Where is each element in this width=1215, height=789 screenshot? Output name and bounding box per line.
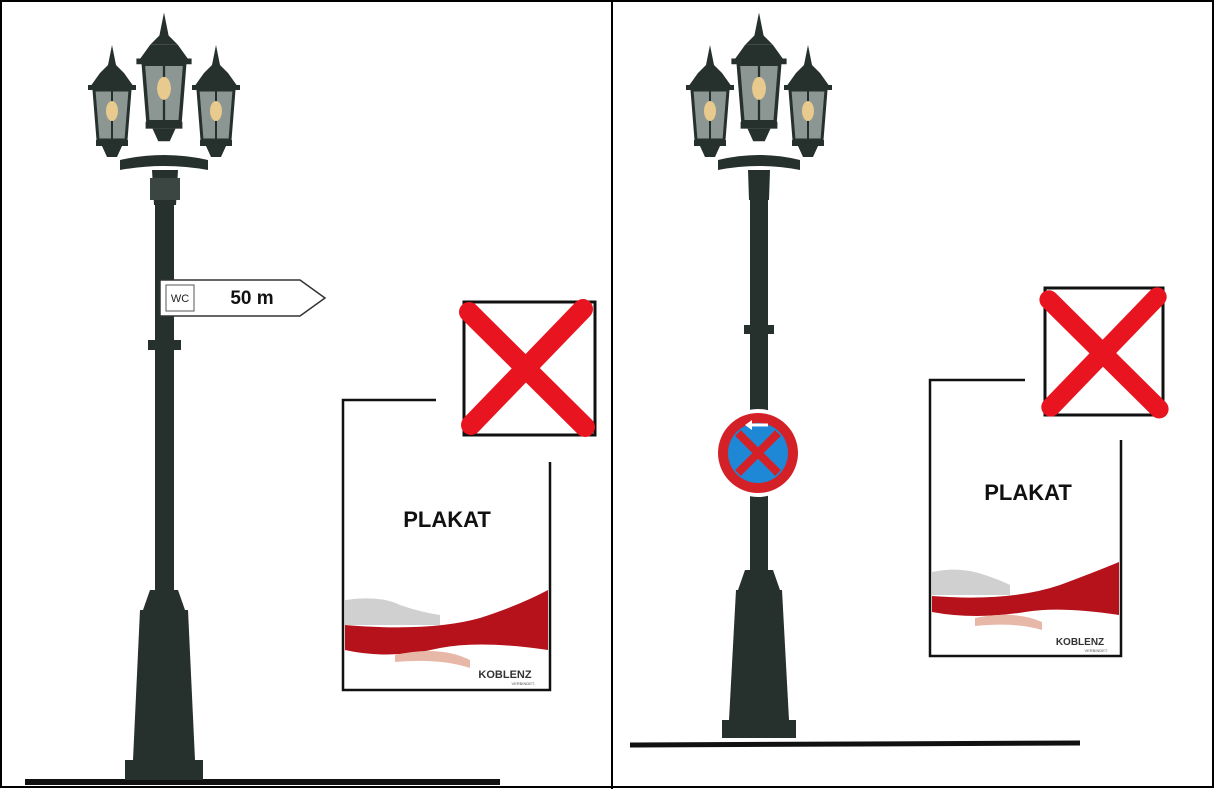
poster-title: PLAKAT bbox=[403, 507, 491, 532]
poster-brand: KOBLENZ bbox=[478, 669, 531, 681]
left-panel: WC 50 m PLAKAT KOBLENZ VERBINDET. bbox=[25, 13, 595, 783]
right-panel: PLAKAT KOBLENZ VERBINDET. bbox=[630, 13, 1163, 746]
poster-brand: KOBLENZ bbox=[1056, 637, 1104, 648]
sign-distance-label: 50 m bbox=[230, 288, 273, 309]
poster: PLAKAT KOBLENZ VERBINDET. bbox=[930, 380, 1121, 656]
poster: PLAKAT KOBLENZ VERBINDET. bbox=[343, 400, 550, 690]
ground-line bbox=[630, 743, 1080, 745]
sign-wc-label: WC bbox=[171, 293, 189, 305]
poster-brand-sub: VERBINDET. bbox=[1084, 648, 1108, 653]
lamp-post-icon bbox=[686, 13, 832, 739]
direction-sign-icon: WC 50 m bbox=[160, 280, 325, 316]
lamp-post-icon bbox=[88, 13, 240, 781]
poster-title: PLAKAT bbox=[984, 480, 1072, 505]
poster-brand-sub: VERBINDET. bbox=[511, 681, 535, 686]
no-stopping-sign-icon bbox=[714, 409, 802, 497]
